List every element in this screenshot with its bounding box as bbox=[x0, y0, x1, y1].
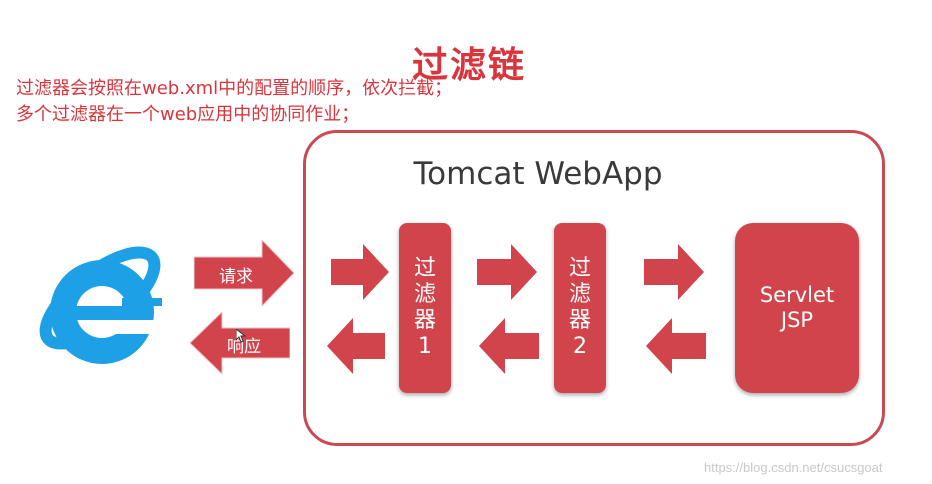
description-line-1: 过滤器会按照在web.xml中的配置的顺序，依次拦截； bbox=[16, 78, 453, 99]
filter-1-char-2: 滤 bbox=[413, 282, 436, 307]
filter-2-char-4: 2 bbox=[573, 334, 587, 359]
backward-arrow-2 bbox=[479, 318, 539, 374]
jsp-label: JSP bbox=[780, 308, 814, 332]
filter-1-char-1: 过 bbox=[413, 256, 436, 281]
internet-explorer-icon bbox=[22, 220, 172, 374]
backward-arrow-1 bbox=[327, 318, 385, 374]
filter-2-char-1: 过 bbox=[568, 256, 591, 281]
forward-arrow-1 bbox=[331, 244, 389, 300]
request-arrow bbox=[194, 240, 294, 306]
filter-1-box: 过 滤 器 1 bbox=[399, 223, 451, 393]
response-arrow bbox=[190, 312, 290, 374]
forward-arrow-3 bbox=[644, 244, 704, 300]
description-line-2: 多个过滤器在一个web应用中的协同作业； bbox=[16, 104, 360, 125]
forward-arrow-2 bbox=[477, 244, 537, 300]
watermark: https://blog.csdn.net/csucsgoat bbox=[704, 460, 883, 475]
filter-1-char-4: 1 bbox=[418, 334, 432, 359]
servlet-label: Servlet bbox=[759, 283, 835, 307]
servlet-jsp-box: Servlet JSP bbox=[735, 223, 859, 393]
filter-2-char-2: 滤 bbox=[568, 282, 591, 307]
filter-2-box: 过 滤 器 2 bbox=[554, 223, 606, 393]
request-label: 请求 bbox=[219, 267, 253, 287]
mouse-cursor-icon bbox=[235, 327, 247, 347]
tomcat-webapp-title: Tomcat WebApp bbox=[413, 156, 663, 192]
response-label: 响应 bbox=[227, 337, 261, 357]
backward-arrow-3 bbox=[646, 318, 706, 374]
diagram-title: 过滤链 bbox=[411, 45, 526, 86]
filter-2-char-3: 器 bbox=[568, 308, 591, 333]
filter-1-char-3: 器 bbox=[413, 308, 436, 333]
